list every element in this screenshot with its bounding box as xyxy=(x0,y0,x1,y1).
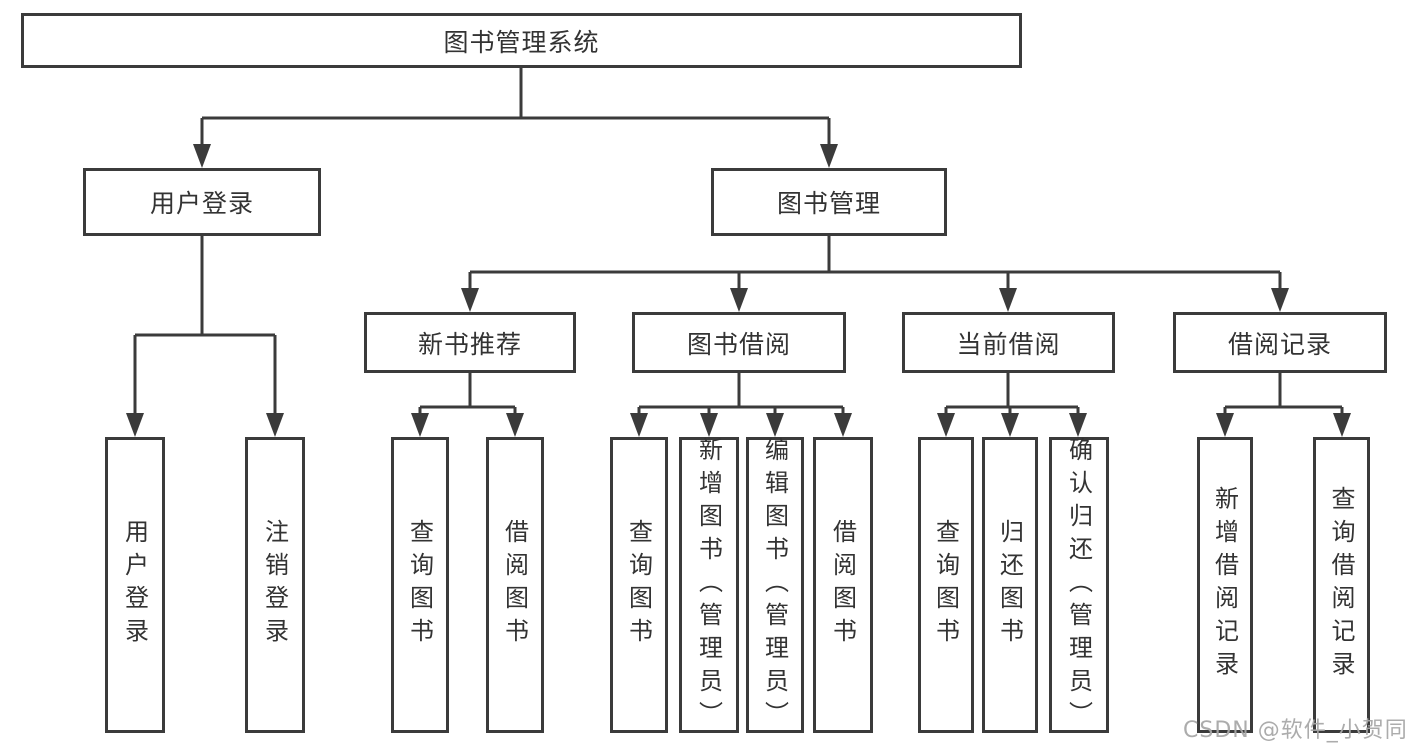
node-label: 图书管理 xyxy=(776,189,881,218)
arrowhead xyxy=(834,413,852,437)
arrowhead xyxy=(1333,413,1351,437)
node-current-borrowing: 当前借阅 xyxy=(902,312,1115,373)
node-label: 查询图书 xyxy=(931,519,960,651)
node-book-management: 图书管理 xyxy=(711,168,947,236)
node-label: 查询图书 xyxy=(405,519,434,651)
leaf-confirm-return-admin: 确认归还（管理员） xyxy=(1049,436,1109,734)
arrowhead xyxy=(1001,413,1019,437)
arrowhead xyxy=(700,413,718,437)
node-book-borrowing: 图书借阅 xyxy=(632,312,846,373)
leaf-add-borrow-record: 新增借阅记录 xyxy=(1197,437,1253,733)
leaf-borrow-books-1: 借阅图书 xyxy=(486,437,544,733)
node-label: 当前借阅 xyxy=(956,329,1061,359)
arrowhead xyxy=(1271,288,1289,312)
node-root-system: 图书管理系统 xyxy=(21,13,1022,68)
leaf-query-borrow-record: 查询借阅记录 xyxy=(1313,437,1370,733)
node-label: 归还图书 xyxy=(995,519,1024,651)
arrowhead xyxy=(506,413,524,437)
arrowhead xyxy=(193,144,211,168)
leaf-edit-book-admin: 编辑图书（管理员） xyxy=(746,436,804,734)
node-label: 注销登录 xyxy=(260,519,289,651)
node-label: 图书管理系统 xyxy=(443,27,600,57)
node-label: 用户登录 xyxy=(149,189,254,218)
node-label: 新增借阅记录 xyxy=(1210,486,1239,684)
arrowhead xyxy=(266,413,284,437)
arrowhead xyxy=(999,288,1017,312)
leaf-user-login: 用户登录 xyxy=(105,437,165,733)
arrowhead xyxy=(937,413,955,437)
arrowhead xyxy=(630,413,648,437)
arrowhead xyxy=(1069,413,1087,437)
node-label: 确认归还（管理员） xyxy=(1064,436,1093,734)
node-label: 借阅记录 xyxy=(1227,329,1332,359)
node-label: 图书借阅 xyxy=(686,329,791,359)
arrowhead xyxy=(126,413,144,437)
node-borrowing-records: 借阅记录 xyxy=(1173,312,1387,373)
arrowhead xyxy=(411,413,429,437)
node-label: 查询借阅记录 xyxy=(1327,486,1355,684)
node-label: 查询图书 xyxy=(624,519,653,651)
leaf-logout: 注销登录 xyxy=(245,437,305,733)
arrowhead xyxy=(766,413,784,437)
node-label: 新书推荐 xyxy=(417,329,522,359)
leaf-query-books-2: 查询图书 xyxy=(610,437,668,733)
csdn-watermark: CSDN @软件_小贺同学 xyxy=(1183,718,1405,743)
node-new-book-recommend: 新书推荐 xyxy=(364,312,576,373)
leaf-query-books-1: 查询图书 xyxy=(391,437,449,733)
arrowheads xyxy=(126,144,1351,437)
node-label: 借阅图书 xyxy=(828,519,857,651)
leaf-add-book-admin: 新增图书（管理员） xyxy=(679,436,739,734)
arrowhead xyxy=(820,144,838,168)
arrowhead xyxy=(730,288,748,312)
arrowhead xyxy=(461,288,479,312)
node-label: 编辑图书（管理员） xyxy=(760,436,789,734)
node-user-login: 用户登录 xyxy=(83,168,321,236)
node-label: 借阅图书 xyxy=(500,519,529,651)
node-label: 用户登录 xyxy=(120,519,149,651)
leaf-query-books-3: 查询图书 xyxy=(918,437,974,733)
arrowhead xyxy=(1216,413,1234,437)
leaf-return-books: 归还图书 xyxy=(982,437,1038,733)
node-label: 新增图书（管理员） xyxy=(694,436,723,734)
leaf-borrow-books-2: 借阅图书 xyxy=(813,437,873,733)
